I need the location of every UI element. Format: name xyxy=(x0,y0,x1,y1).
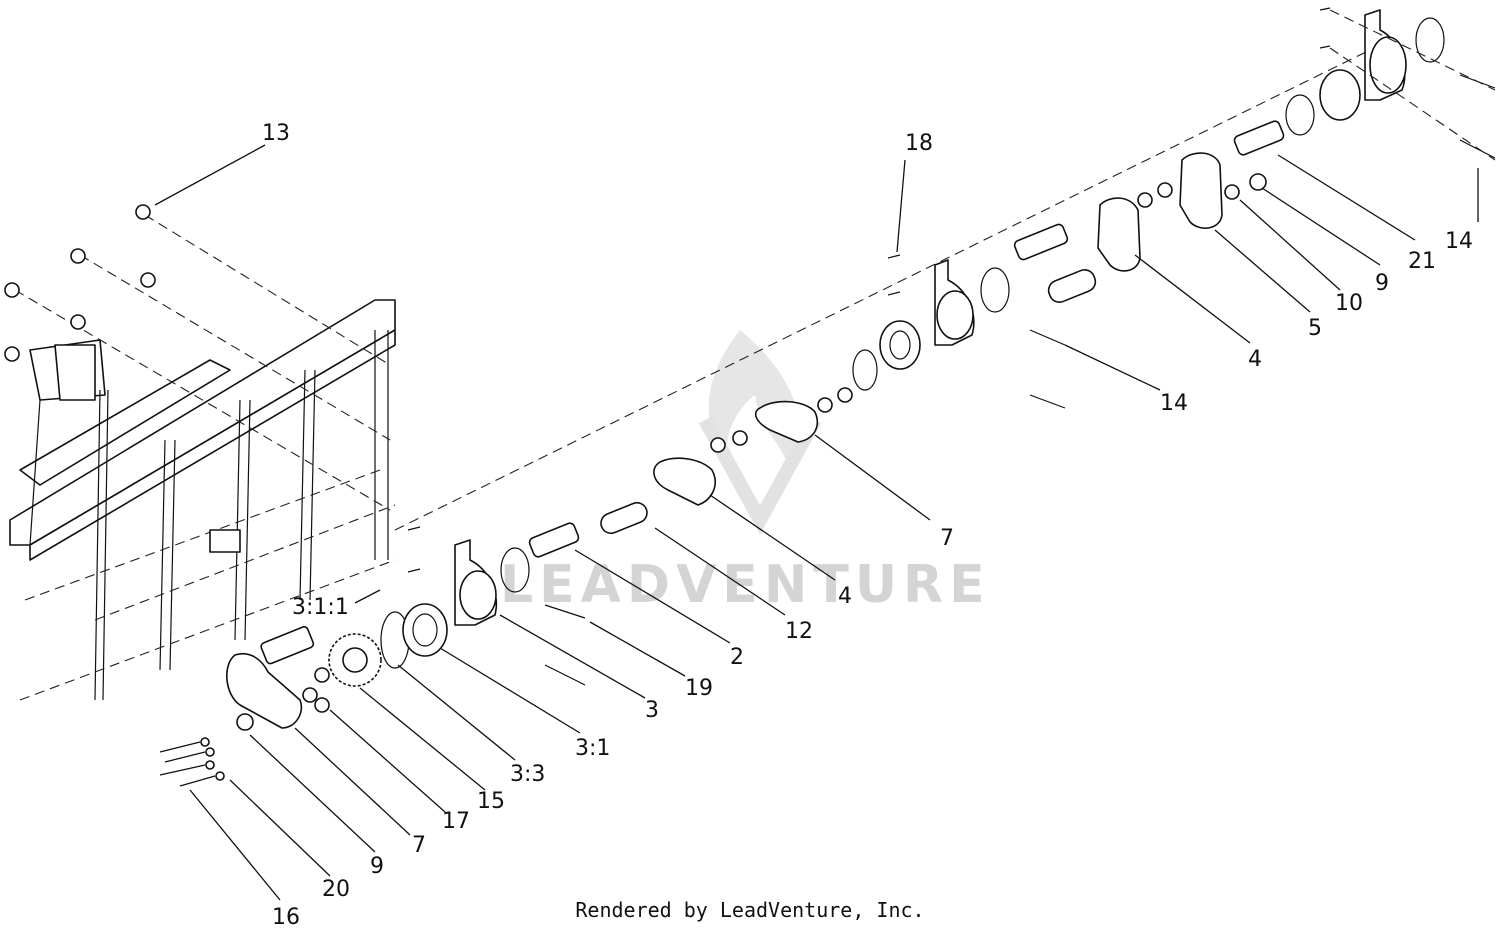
bearing-housing-top-right xyxy=(1319,7,1496,161)
callout-14-upper: 14 xyxy=(1445,229,1473,254)
callout-17: 17 xyxy=(442,809,470,834)
callout-9-lower: 9 xyxy=(370,854,384,879)
callout-14-middle: 14 xyxy=(1160,391,1188,416)
callout-4-center: 4 xyxy=(838,584,852,609)
upper-plates xyxy=(1013,69,1361,303)
lower-left-parts xyxy=(159,603,448,787)
callout-16: 16 xyxy=(272,905,300,930)
callout-3-1-1: 3:1:1 xyxy=(292,595,349,620)
callout-18: 18 xyxy=(905,131,933,156)
callout-15: 15 xyxy=(477,789,505,814)
bearing-housing-upper xyxy=(887,254,1066,409)
watermark-text: LEADVENTURE xyxy=(500,555,991,615)
callout-4-upper: 4 xyxy=(1248,347,1262,372)
leader-lines xyxy=(154,144,1479,901)
callout-3: 3 xyxy=(645,698,659,723)
center-shaft-parts xyxy=(528,320,921,558)
callout-7-center: 7 xyxy=(940,526,954,551)
callout-9-upper: 9 xyxy=(1375,271,1389,296)
frame-assembly xyxy=(4,204,396,701)
callout-3-3: 3:3 xyxy=(510,762,545,787)
footer-credit: Rendered by LeadVenture, Inc. xyxy=(575,898,925,922)
axis-line xyxy=(394,49,1371,531)
callout-10: 10 xyxy=(1335,291,1363,316)
watermark: LEADVENTURE xyxy=(500,330,991,615)
bearing-housing-center xyxy=(407,526,586,686)
callout-7-lower: 7 xyxy=(412,833,426,858)
callout-13: 13 xyxy=(262,121,290,146)
callout-2: 2 xyxy=(730,645,744,670)
callout-20: 20 xyxy=(322,877,350,902)
callout-19: 19 xyxy=(685,676,713,701)
callout-12: 12 xyxy=(785,619,813,644)
callout-5: 5 xyxy=(1308,316,1322,341)
callout-3-1: 3:1 xyxy=(575,736,610,761)
callout-21: 21 xyxy=(1408,249,1436,274)
callout-labels: 13 18 14 21 9 10 5 4 14 7 4 12 2 19 3 3:… xyxy=(262,121,1473,930)
